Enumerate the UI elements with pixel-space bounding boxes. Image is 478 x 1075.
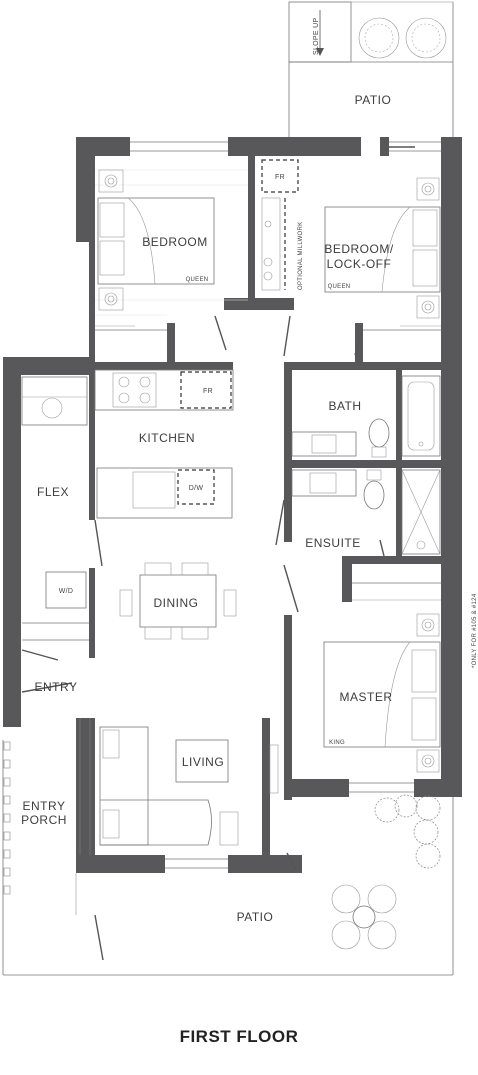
shrub-icon (358, 17, 400, 59)
room-label-living: LIVING (182, 755, 224, 769)
room-label-entry: ENTRY (35, 680, 78, 694)
room-label-patio-top: PATIO (355, 93, 392, 107)
washer-dryer (45, 571, 87, 609)
bottom-patio (3, 794, 454, 976)
queen-bed (324, 206, 441, 293)
bedroom-left (95, 169, 248, 331)
room-label-patio-bottom: PATIO (237, 910, 274, 924)
optional-millwork-label: OPTIONAL MILLWORK (298, 222, 304, 290)
bedroom-lockoff (261, 159, 441, 331)
fixture-labels: SLOPE UP FR OPTIONAL MILLWORK QUEEN QUEE… (59, 18, 478, 746)
room-label-ensuite: ENSUITE (305, 536, 361, 550)
room-label-bedroom: BEDROOM (142, 235, 208, 249)
room-label-dining: DINING (154, 596, 199, 610)
sofa (99, 726, 149, 846)
room-label-bedroom-lockoff-2: LOCK-OFF (327, 257, 392, 271)
queen-bed (97, 197, 215, 285)
room-labels: PATIO BEDROOM BEDROOM/ LOCK-OFF KITCHEN … (21, 93, 394, 924)
living-room (99, 726, 279, 846)
fridge-box (180, 371, 232, 409)
bath (291, 375, 441, 458)
kitchen (94, 369, 234, 519)
room-label-entry-porch-2: PORCH (21, 813, 67, 827)
fridge-label-kitchen: FR (203, 388, 213, 395)
ensuite (291, 469, 441, 601)
queen-label-2: QUEEN (328, 284, 351, 290)
master-bedroom (323, 613, 441, 773)
dishwasher-label: D/W (189, 485, 204, 492)
fridge-box (261, 159, 299, 193)
king-bed (323, 641, 441, 748)
walls (3, 137, 462, 873)
floor-title: FIRST FLOOR (179, 1027, 299, 1046)
flex-room (21, 376, 89, 641)
room-label-bath: BATH (328, 399, 361, 413)
dining-table (119, 562, 237, 640)
entry-porch (2, 740, 11, 975)
coffee-table (175, 739, 229, 783)
doors (21, 146, 415, 961)
bathtub (401, 375, 441, 457)
queen-label-1: QUEEN (186, 277, 209, 283)
shower (401, 469, 441, 555)
unit-note: *ONLY FOR #105 & #124 (472, 593, 478, 668)
fridge-label-top: FR (275, 174, 285, 181)
king-label: KING (329, 740, 345, 746)
top-patio (288, 1, 454, 137)
room-label-flex: FLEX (37, 485, 69, 499)
kitchen-island (96, 467, 233, 519)
room-label-master: MASTER (339, 690, 392, 704)
room-label-entry-porch-1: ENTRY (23, 799, 66, 813)
room-label-kitchen: KITCHEN (139, 431, 195, 445)
room-label-bedroom-lockoff-1: BEDROOM/ (324, 242, 394, 256)
washer-dryer-label: W/D (59, 588, 74, 595)
windows (79, 141, 441, 869)
slope-up-label: SLOPE UP (313, 18, 320, 55)
shrub-icon (405, 17, 447, 59)
shrub-icon (374, 794, 441, 869)
